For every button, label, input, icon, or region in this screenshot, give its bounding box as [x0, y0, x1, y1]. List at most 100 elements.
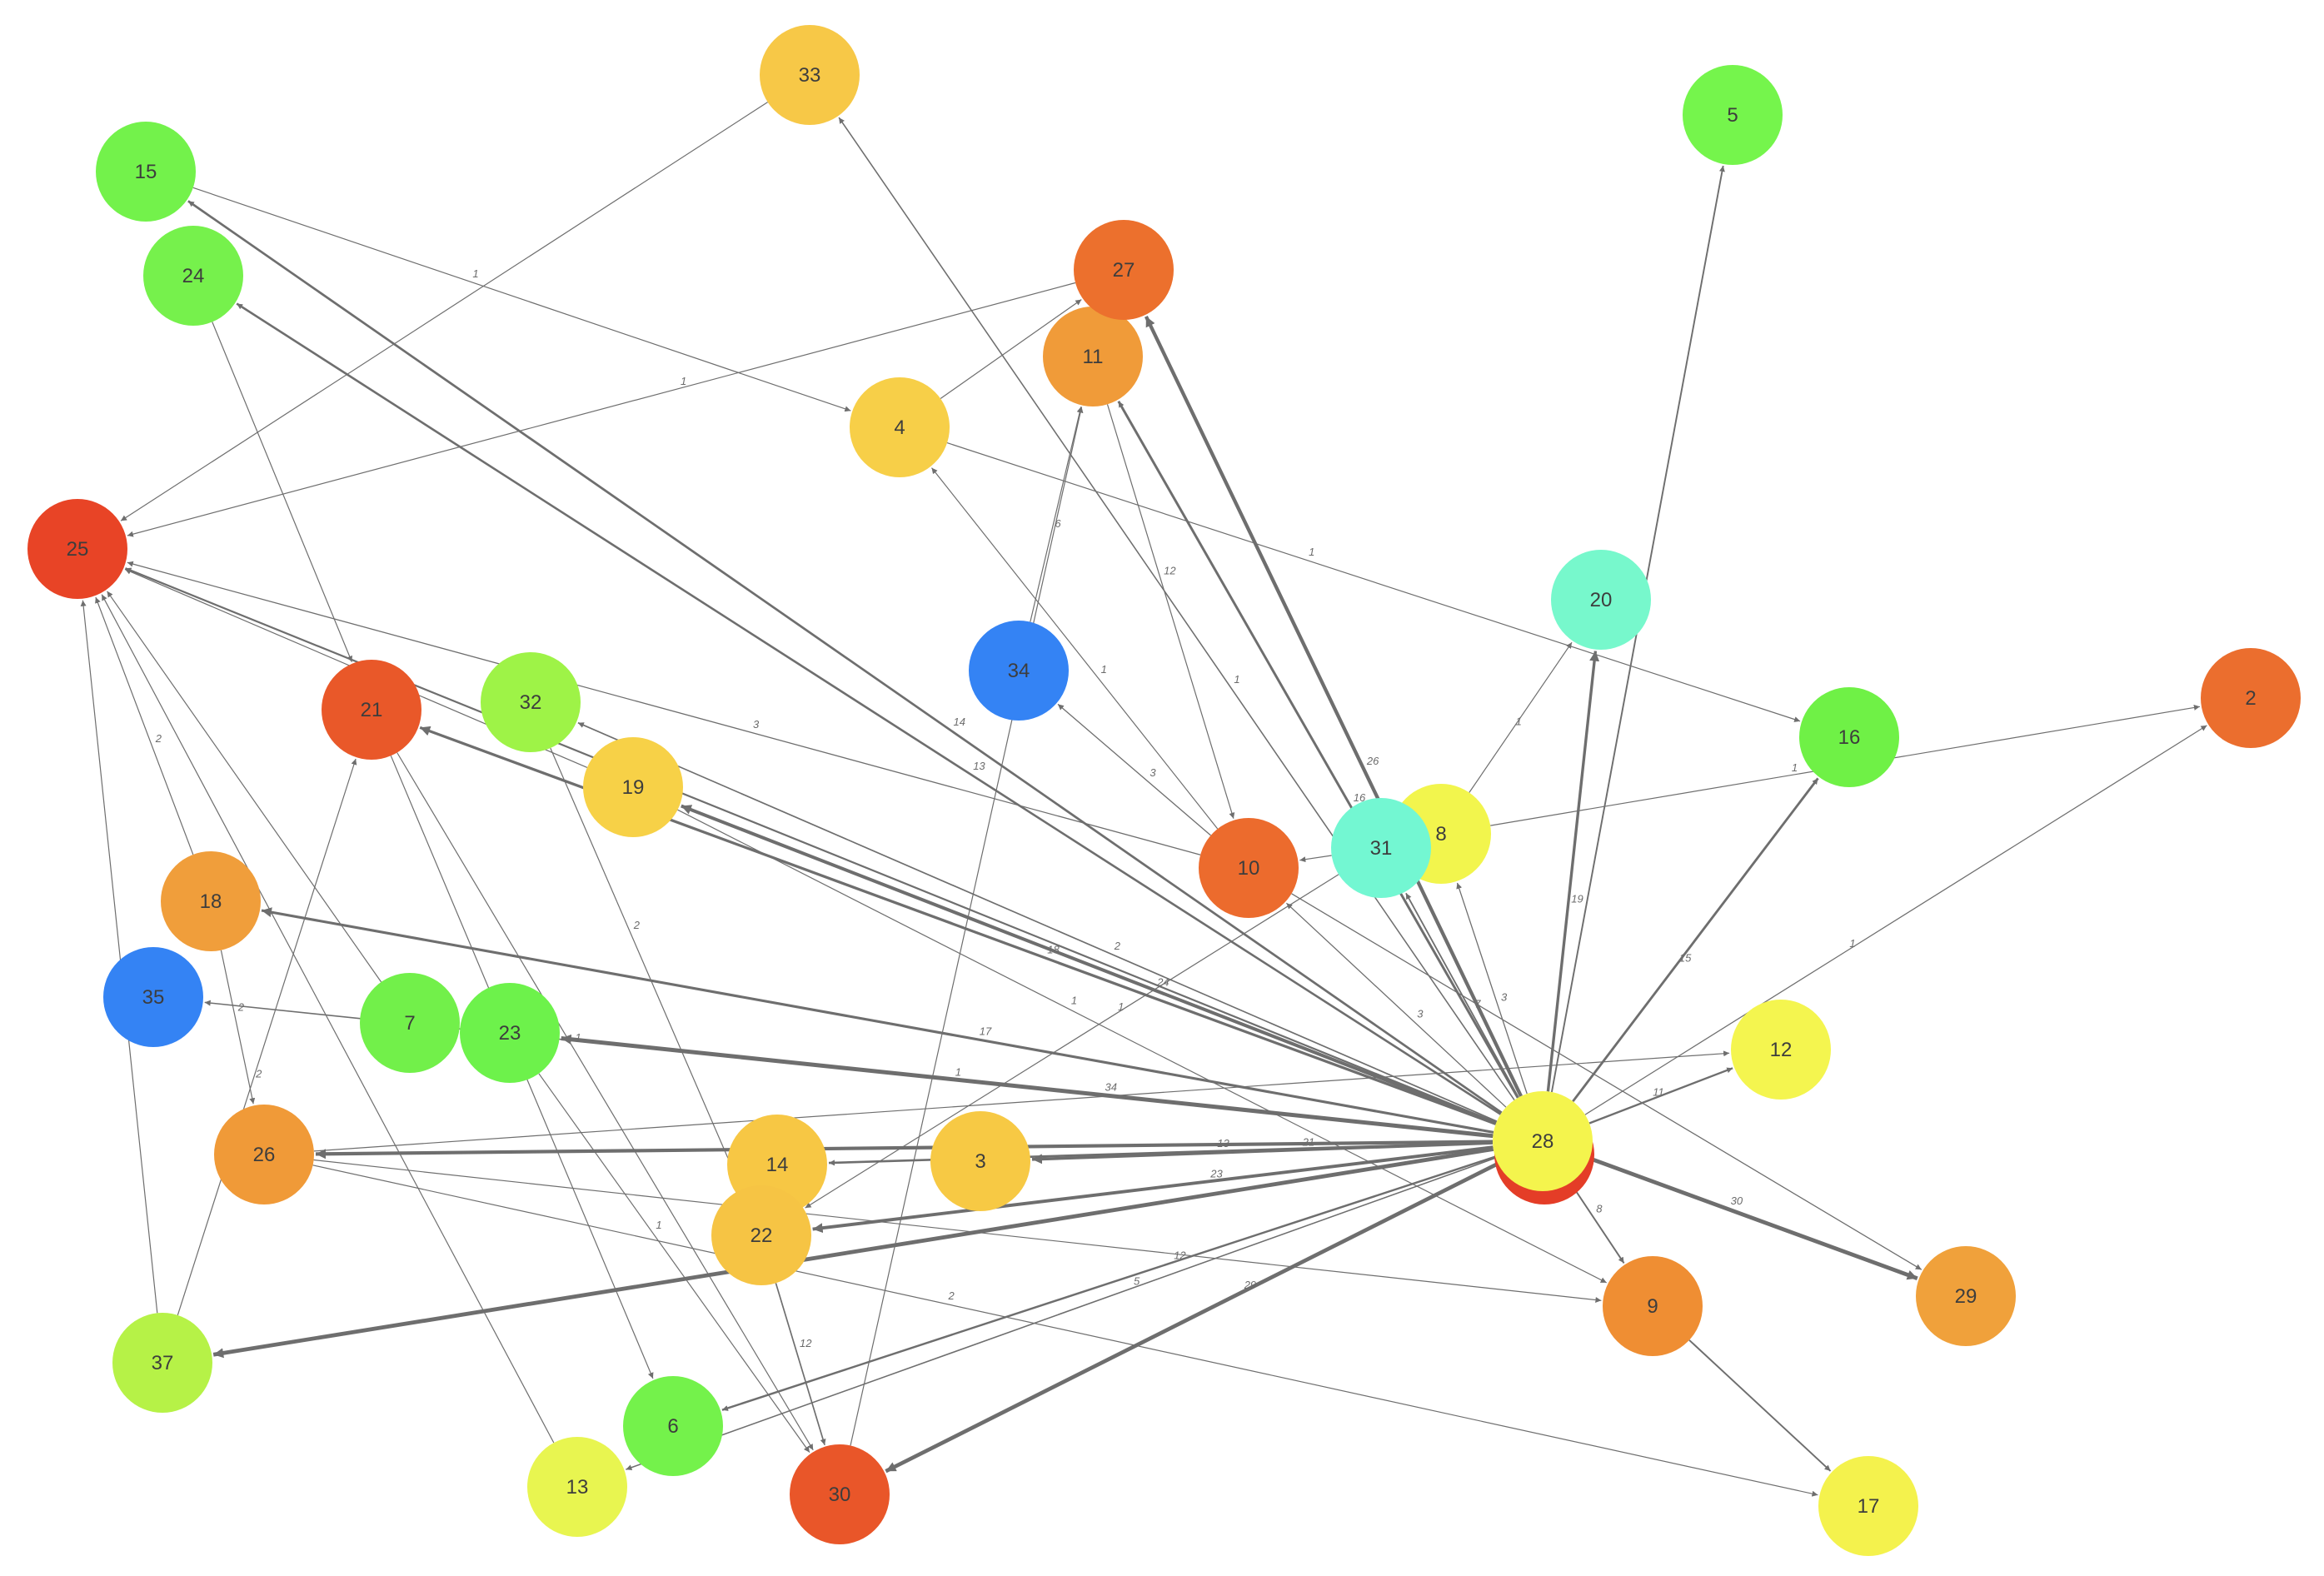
edge-label-28-19: 24	[1156, 975, 1169, 988]
node-circle-34[interactable]	[969, 621, 1069, 721]
node-circle-27[interactable]	[1074, 220, 1174, 320]
edge-28-37	[212, 1147, 1494, 1359]
node-label-27: 27	[1113, 259, 1135, 282]
edge-label-34-11: 6	[1055, 517, 1061, 530]
node-16[interactable]: 16	[1799, 687, 1899, 787]
node-34[interactable]: 34	[969, 621, 1069, 721]
node-15[interactable]: 15	[96, 122, 196, 222]
edge-label-28-22: 23	[1209, 1168, 1223, 1180]
node-4[interactable]: 4	[850, 377, 950, 477]
node-19[interactable]: 19	[583, 737, 683, 837]
node-circle-32[interactable]	[481, 652, 581, 752]
edge-27-25	[127, 282, 1076, 537]
edge-label-28-13: 5	[1134, 1274, 1140, 1287]
node-circle-6[interactable]	[623, 1376, 723, 1476]
edge-28-15	[187, 200, 1503, 1114]
node-label-30: 30	[829, 1484, 851, 1506]
node-circle-2[interactable]	[2201, 648, 2301, 748]
node-33[interactable]: 33	[760, 25, 860, 125]
node-31[interactable]: 31	[1331, 798, 1431, 898]
node-28[interactable]: 28	[1493, 1091, 1593, 1191]
node-37[interactable]: 37	[112, 1313, 212, 1413]
edge-21-30	[396, 752, 814, 1451]
node-circle-26[interactable]	[214, 1105, 314, 1204]
node-23[interactable]: 23	[460, 983, 560, 1083]
node-circle-24[interactable]	[143, 226, 243, 326]
node-18[interactable]: 18	[161, 851, 261, 951]
node-circle-37[interactable]	[112, 1313, 212, 1413]
edge-28-18	[261, 907, 1494, 1134]
node-30[interactable]: 30	[790, 1444, 890, 1544]
node-12[interactable]: 12	[1731, 1000, 1831, 1100]
node-13[interactable]: 13	[527, 1437, 627, 1537]
edge-28-19	[681, 804, 1497, 1125]
node-26[interactable]: 26	[214, 1105, 314, 1204]
node-3[interactable]: 3	[930, 1111, 1030, 1211]
edge-label-10-4: 1	[1101, 663, 1107, 676]
node-circle-22[interactable]	[711, 1185, 811, 1285]
node-9[interactable]: 9	[1603, 1256, 1703, 1356]
node-circle-11[interactable]	[1043, 307, 1143, 406]
node-circle-20[interactable]	[1551, 550, 1651, 650]
node-5[interactable]: 5	[1683, 65, 1783, 165]
node-label-35: 35	[142, 986, 165, 1009]
node-circle-30[interactable]	[790, 1444, 890, 1544]
node-circle-21[interactable]	[322, 660, 421, 760]
edge-label-32-22: 2	[633, 919, 641, 931]
node-label-21: 21	[361, 699, 383, 721]
node-circle-12[interactable]	[1731, 1000, 1831, 1100]
node-7[interactable]: 7	[360, 973, 460, 1073]
node-circle-33[interactable]	[760, 25, 860, 125]
node-label-17: 17	[1858, 1495, 1880, 1518]
edge-19-9	[677, 809, 1607, 1284]
node-circle-18[interactable]	[161, 851, 261, 951]
node-circle-28[interactable]	[1493, 1091, 1593, 1191]
edge-28-16	[1572, 777, 1819, 1103]
node-circle-17[interactable]	[1818, 1456, 1918, 1556]
node-circle-5[interactable]	[1683, 65, 1783, 165]
node-circle-9[interactable]	[1603, 1256, 1703, 1356]
node-circle-29[interactable]	[1916, 1246, 2016, 1346]
edge-label-28-33: 1	[1234, 673, 1239, 686]
edge-10-34	[1057, 703, 1211, 836]
node-32[interactable]: 32	[481, 652, 581, 752]
node-circle-25[interactable]	[27, 499, 127, 599]
node-24[interactable]: 24	[143, 226, 243, 326]
edge-label-22-30: 12	[800, 1337, 812, 1349]
edge-23-30	[538, 1073, 810, 1453]
node-29[interactable]: 29	[1916, 1246, 2016, 1346]
node-circle-4[interactable]	[850, 377, 950, 477]
node-label-19: 19	[622, 776, 645, 799]
node-label-5: 5	[1727, 104, 1738, 127]
node-22[interactable]: 22	[711, 1185, 811, 1285]
node-25[interactable]: 25	[27, 499, 127, 599]
edge-label-28-11: 16	[1354, 791, 1366, 804]
node-10[interactable]: 10	[1199, 818, 1299, 918]
edge-26-17	[312, 1165, 1818, 1497]
node-11[interactable]: 11	[1043, 307, 1143, 406]
node-circle-19[interactable]	[583, 737, 683, 837]
edge-28-22	[812, 1145, 1494, 1234]
edge-label-28-6: 12	[1174, 1249, 1186, 1261]
node-20[interactable]: 20	[1551, 550, 1651, 650]
node-6[interactable]: 6	[623, 1376, 723, 1476]
node-circle-16[interactable]	[1799, 687, 1899, 787]
edge-28-21	[419, 726, 1497, 1125]
node-circle-7[interactable]	[360, 973, 460, 1073]
node-circle-23[interactable]	[460, 983, 560, 1083]
node-27[interactable]: 27	[1074, 220, 1174, 320]
node-circle-31[interactable]	[1331, 798, 1431, 898]
node-circle-10[interactable]	[1199, 818, 1299, 918]
node-circle-13[interactable]	[527, 1437, 627, 1537]
edge-30-11	[850, 406, 1084, 1446]
node-circle-35[interactable]	[103, 947, 203, 1047]
node-2[interactable]: 2	[2201, 648, 2301, 748]
node-21[interactable]: 21	[322, 660, 421, 760]
edge-37-25	[80, 600, 158, 1314]
node-circle-15[interactable]	[96, 122, 196, 222]
node-35[interactable]: 35	[103, 947, 203, 1047]
node-circle-3[interactable]	[930, 1111, 1030, 1211]
node-17[interactable]: 17	[1818, 1456, 1918, 1556]
edge-28-12	[1588, 1067, 1733, 1125]
